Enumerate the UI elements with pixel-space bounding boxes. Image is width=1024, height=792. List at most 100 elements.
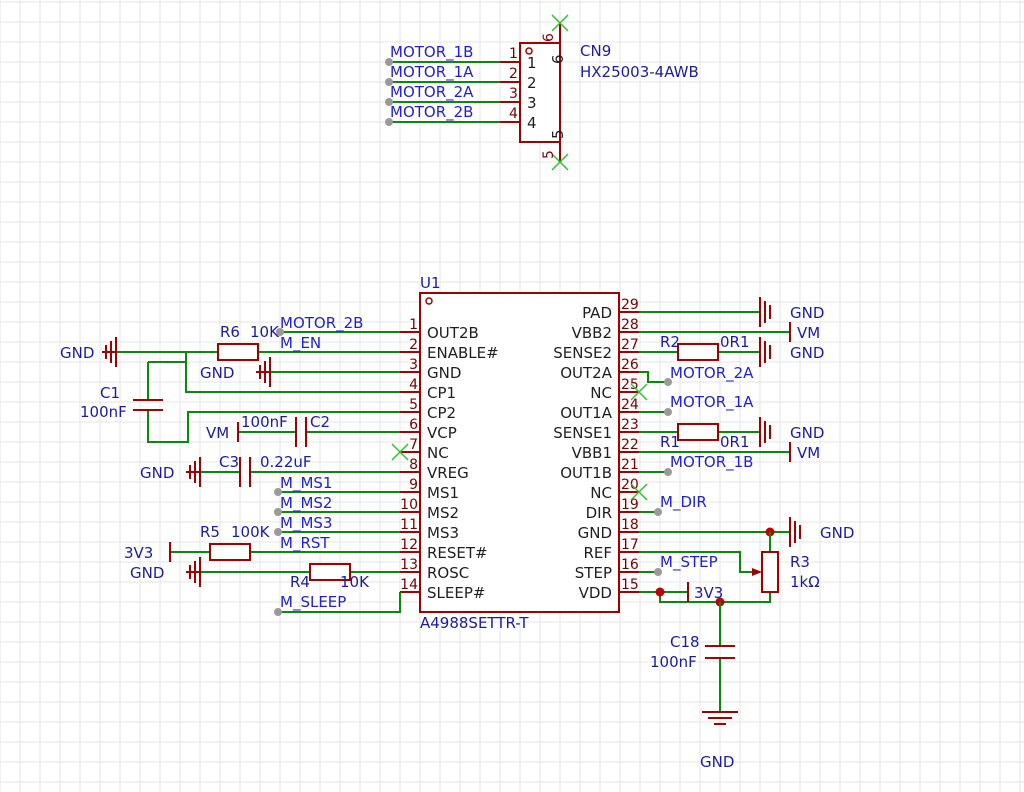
gnd-symbol-c3: GND	[140, 457, 201, 487]
u1-pin-name: ROSC	[427, 564, 469, 582]
cn9-pinnum-1-outer: 1	[509, 46, 518, 62]
u1-part: A4988SETTR-T	[420, 614, 529, 632]
u1-pin-number: 4	[409, 377, 418, 393]
cn9-ref: CN9	[580, 42, 611, 60]
gnd-symbol-pin3: GND	[200, 357, 271, 387]
c1-ref: C1	[100, 384, 120, 402]
u1-pin-number: 20	[621, 477, 639, 493]
cn9-net-2: MOTOR_1A	[390, 63, 474, 82]
gnd-label-c18: GND	[700, 753, 734, 771]
u1-pin-name: SLEEP#	[427, 584, 485, 602]
u1-pin-name: SENSE2	[553, 344, 612, 362]
capacitor-c2[interactable]: C2 100nF	[241, 413, 330, 447]
net-m-dir-label: M_DIR	[660, 493, 707, 512]
cn9-net-4: MOTOR_2B	[390, 103, 473, 122]
net-m-ms1-label: M_MS1	[280, 474, 332, 493]
net-m-rst-label: M_RST	[280, 534, 330, 553]
c3-value: 0.22uF	[260, 453, 312, 471]
u1-pin-number: 23	[621, 417, 639, 433]
u1-pin-number: 29	[621, 297, 639, 313]
u1-pin-number: 19	[621, 497, 639, 513]
u1-pin-number: 25	[621, 377, 639, 393]
vm-label-vbb2: VM	[797, 324, 820, 342]
u1-pin-name: VBB2	[572, 324, 612, 342]
u1-pin-number: 3	[409, 357, 418, 373]
u1-pin-number: 7	[409, 437, 418, 453]
u1-pin-number: 24	[621, 397, 639, 413]
u1-pin-number: 6	[409, 417, 418, 433]
net-motor-1b-label: MOTOR_1B	[670, 453, 753, 472]
net-motor-1a-label: MOTOR_1A	[670, 393, 754, 412]
u1-pin-number: 13	[400, 557, 418, 573]
u1-pin-name: NC	[427, 444, 449, 462]
u1-pin-name: VCP	[427, 424, 457, 442]
net-m-ms3-label: M_MS3	[280, 514, 332, 533]
net-m-step-label: M_STEP	[660, 553, 718, 572]
vm-label-vbb1: VM	[797, 444, 820, 462]
v33-symbol-r5: 3V3	[124, 542, 171, 562]
left-wiring: MOTOR_2B M_EN M_MS1 M_MS2 M_MS3 M_RST	[116, 314, 409, 616]
u1-pin-name: MS1	[427, 484, 459, 502]
cn9-pinname-6: 6	[549, 54, 567, 64]
u1-pin-number: 1	[409, 317, 418, 333]
gnd-symbol-c18: GND	[700, 711, 738, 771]
u1-pin-number: 16	[621, 557, 639, 573]
vm-label-c2: VM	[206, 424, 229, 442]
u1-pin-name: GND	[427, 364, 461, 382]
u1-pin-number: 21	[621, 457, 639, 473]
u1-pin-number: 28	[621, 317, 639, 333]
u1-pin-number: 17	[621, 537, 639, 553]
u1-pin-name: ENABLE#	[427, 344, 499, 362]
cn9-pinname-1: 1	[527, 54, 537, 72]
capacitor-c18[interactable]: C18 100nF	[650, 633, 735, 671]
gnd-label-r4: GND	[130, 564, 164, 582]
cn9-pinname-3: 3	[527, 94, 537, 112]
cn9-net-1: MOTOR_1B	[390, 43, 473, 62]
gnd-label-pin18: GND	[820, 524, 854, 542]
gnd-symbol-r6: GND	[60, 337, 117, 367]
cn9-pinname-4: 4	[527, 114, 537, 132]
resistor-r6[interactable]: R6 10K	[217, 323, 280, 361]
resistor-r2[interactable]: R2 0R1	[660, 333, 750, 361]
u1-pin-number: 22	[621, 437, 639, 453]
net-m-en-label: M_EN	[280, 334, 321, 353]
u1-pin-name: OUT1A	[560, 404, 612, 422]
r6-value: 10K	[250, 323, 280, 341]
c3-ref: C3	[219, 453, 239, 471]
r4-ref: R4	[290, 573, 310, 591]
vm-symbol-vbb1: VM	[789, 442, 820, 462]
r2-value: 0R1	[720, 333, 750, 351]
cn9-pinnum-6-outer: 6	[541, 33, 557, 42]
capacitor-c3[interactable]: C3 0.22uF	[219, 453, 312, 487]
connector-cn9[interactable]: MOTOR_1B MOTOR_1A MOTOR_2A MOTOR_2B 1 2 …	[385, 14, 699, 171]
resistor-r5[interactable]: R5 100K	[200, 523, 271, 561]
cn9-pinname-5: 5	[549, 129, 567, 139]
gnd-symbol-r2: GND	[759, 337, 824, 367]
c18-value: 100nF	[650, 653, 697, 671]
u1-pin-name: OUT1B	[560, 464, 612, 482]
v33-label-vdd: 3V3	[694, 584, 723, 602]
u1-pin-number: 10	[400, 497, 418, 513]
u1-pin-number: 18	[621, 517, 639, 533]
u1-pin-name: RESET#	[427, 544, 488, 562]
net-m-ms2-label: M_MS2	[280, 494, 332, 513]
resistor-r4[interactable]: R4 10K	[290, 563, 370, 591]
capacitor-c1[interactable]: C1 100nF	[80, 384, 163, 421]
resistor-r1[interactable]: R1 0R1	[660, 423, 750, 451]
cn9-pinnum-5-outer: 5	[541, 150, 557, 159]
u1-pin-name: VBB1	[572, 444, 612, 462]
u1-pin-number: 14	[400, 577, 418, 593]
u1-pin-number: 5	[409, 397, 418, 413]
u1-pin-name: GND	[578, 524, 612, 542]
u1-pin-number: 8	[409, 457, 418, 473]
r3-ref: R3	[790, 553, 810, 571]
u1-pin-name: MS3	[427, 524, 459, 542]
gnd-label-r1: GND	[790, 424, 824, 442]
gnd-label-pin3: GND	[200, 364, 234, 382]
u1-pin-name: MS2	[427, 504, 459, 522]
cn9-pinname-2: 2	[527, 74, 537, 92]
potentiometer-r3[interactable]: R3 1kΩ	[752, 551, 820, 593]
u1-pin-number: 26	[621, 357, 639, 373]
